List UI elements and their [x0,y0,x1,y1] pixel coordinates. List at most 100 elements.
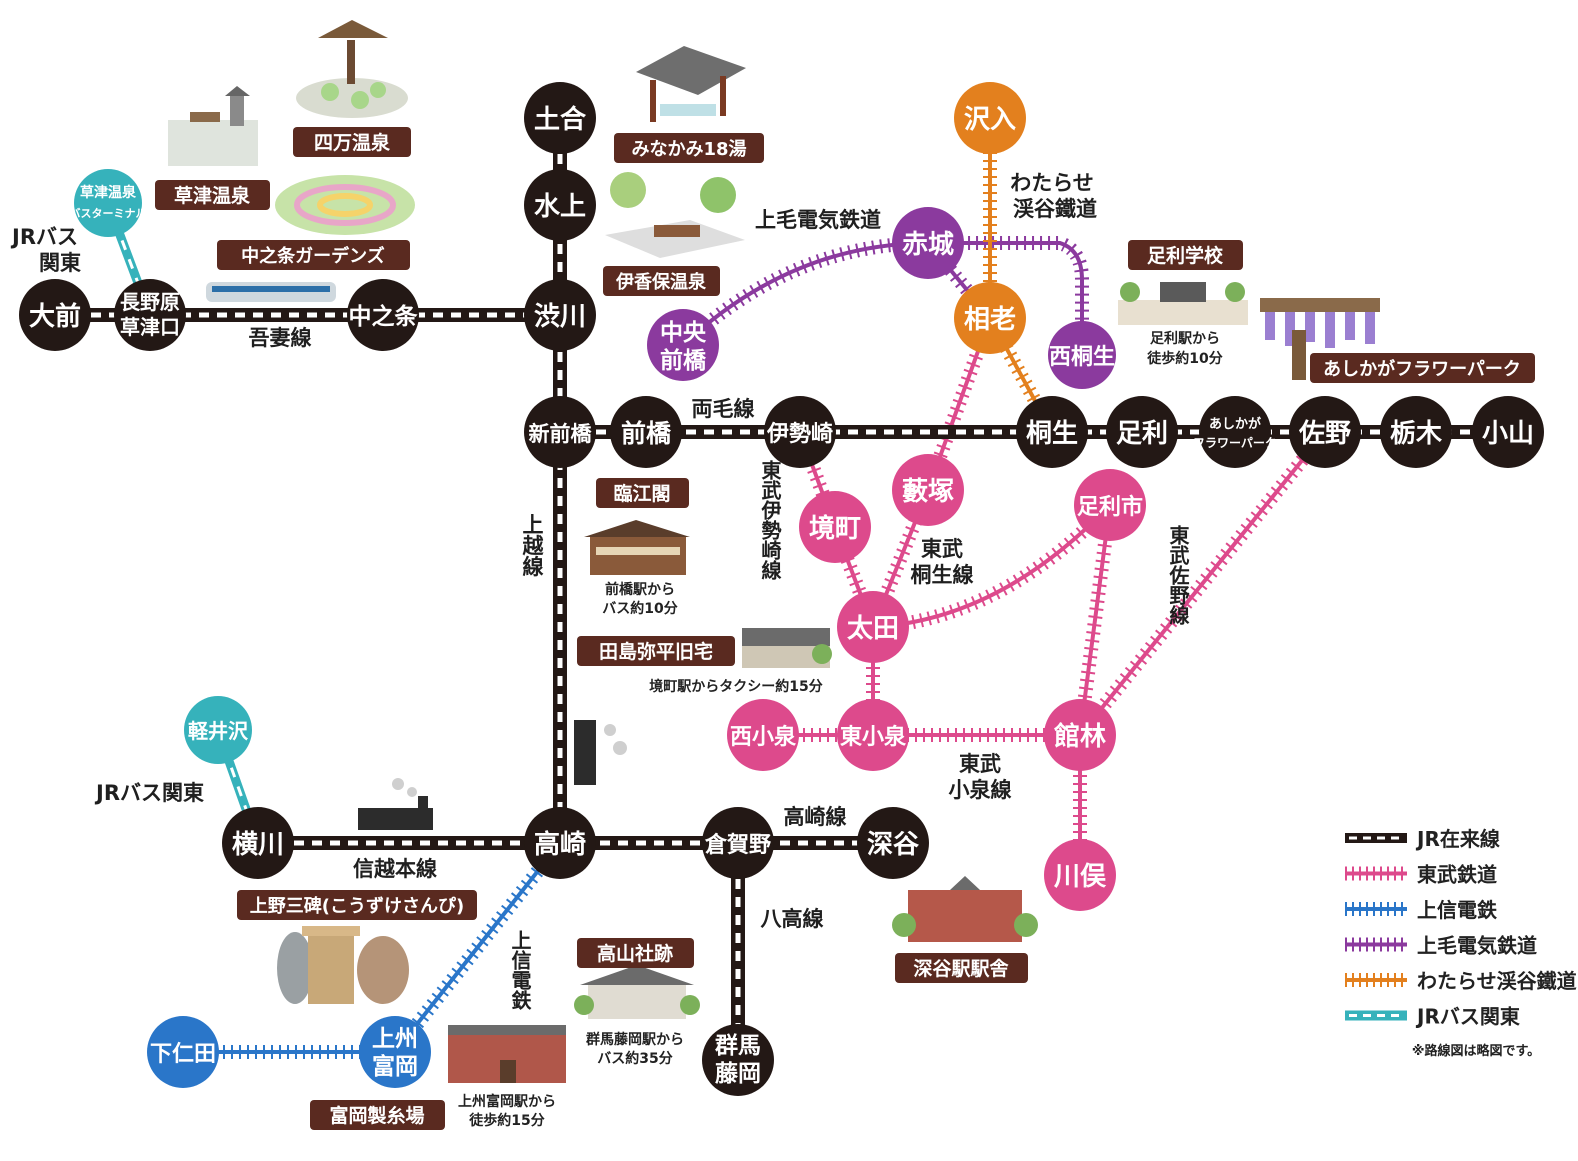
svg-text:臨江閣: 臨江閣 [613,482,670,505]
svg-text:富岡製糸場: 富岡製糸場 [329,1104,424,1127]
svg-text:大前: 大前 [29,301,81,332]
tag-minakami18: みなかみ18湯 [614,133,764,163]
station-yokokawa: 横川 [222,807,294,879]
label-jomo-railway: 上毛電気鉄道 [755,208,881,232]
station-ashikaga: 足利 [1106,396,1178,468]
station-isesaki: 伊勢崎 [764,396,836,468]
svg-text:足利市: 足利市 [1077,494,1143,520]
note-takayama-1: 群馬藤岡駅から [585,1031,684,1048]
station-karuizawa: 軽井沢 [184,696,252,764]
svg-text:境町: 境町 [809,513,861,544]
legend-item: JRバス関東 [1345,1005,1520,1029]
station-shimonita: 下仁田 [147,1016,219,1088]
tag-kozuke-sanpi: 上野三碑(こうずけさんぴ) [237,890,477,920]
svg-text:あしかが: あしかが [1209,416,1261,432]
station-sori: 沢入 [954,82,1026,154]
ikaho-illustration [605,172,745,258]
svg-text:藤岡: 藤岡 [715,1061,761,1087]
note-tajima: 境町駅からタクシー約15分 [649,678,822,695]
station-soi: 相老 [954,282,1026,354]
tag-tomioka-silk-mill: 富岡製糸場 [310,1100,445,1130]
svg-text:高崎: 高崎 [534,829,586,860]
svg-text:赤城: 赤城 [902,230,954,260]
tag-ashikaga-flower-park: あしかがフラワーパーク [1310,353,1535,383]
tag-takayama-sha: 高山社跡 [577,938,694,968]
label-jr-bus-kanto-top-2: 関東 [39,251,81,275]
svg-text:上野三碑(こうずけさんぴ): 上野三碑(こうずけさんぴ) [250,895,464,917]
svg-text:深谷駅駅舎: 深谷駅駅舎 [913,957,1009,980]
svg-text:藪塚: 藪塚 [902,477,954,507]
shima-onsen-illustration [296,20,408,118]
svg-text:桐生: 桐生 [1026,419,1078,449]
station-tatebayashi: 館林 [1044,699,1116,771]
svg-text:伊勢崎: 伊勢崎 [766,421,833,447]
svg-text:東小泉: 東小泉 [840,724,907,750]
rinkokaku-illustration [584,520,690,575]
station-ota: 太田 [837,591,909,663]
note-ashikaga-gakko-1: 足利駅から [1150,330,1220,347]
legend-label: JRバス関東 [1415,1005,1520,1029]
label-takasaki-line: 高崎線 [784,805,847,829]
station-minakami: 水上 [524,169,596,241]
legend-label: わたらせ渓谷鐵道 [1417,969,1577,993]
label-watarase-1: わたらせ [1010,171,1094,195]
label-jr-bus-kanto-bottom: JRバス関東 [94,781,204,805]
note-takayama-2: バス約35分 [597,1050,672,1067]
station-shinmaebashi: 新前橋 [524,396,596,468]
svg-text:フラワーパーク: フラワーパーク [1193,436,1277,450]
svg-text:前橋: 前橋 [660,347,707,374]
svg-text:沢入: 沢入 [964,105,1016,135]
station-nishi-kiryu: 西桐生 [1048,321,1116,389]
kozuke-sanpi-illustration [277,926,409,1004]
steam-train-illustration [358,720,627,830]
station-takasaki: 高崎 [524,807,596,879]
note-tomioka-1: 上州富岡駅から [458,1093,556,1110]
label-hachiko-line: 八高線 [761,907,824,931]
svg-text:渋川: 渋川 [534,302,586,332]
label-watarase-2: 渓谷鐵道 [1013,197,1097,221]
station-akagi: 赤城 [892,207,964,279]
label-tobu-sano-line: 東武佐野線 [1166,525,1190,625]
svg-text:相老: 相老 [964,305,1016,335]
svg-text:上州: 上州 [372,1026,418,1052]
legend-item: わたらせ渓谷鐵道 [1345,969,1577,993]
svg-text:前橋: 前橋 [621,419,672,448]
svg-text:太田: 太田 [847,614,899,644]
note-rinkokaku-2: バス約10分 [602,600,677,617]
tag-rinkokaku: 臨江閣 [596,478,689,508]
station-sano: 佐野 [1289,396,1361,468]
label-joshin-railway: 上信電鉄 [508,930,532,1011]
label-shinetsu-line: 信越本線 [353,857,437,881]
tag-ashikaga-gakko: 足利学校 [1128,240,1243,270]
label-tobu-kiryu-2: 桐生線 [911,563,974,587]
tag-shima-onsen: 四万温泉 [293,127,411,157]
minakami-illustration [636,46,746,122]
svg-text:高山社跡: 高山社跡 [597,942,673,965]
svg-text:下仁田: 下仁田 [150,1041,216,1067]
legend-item: JR在来線 [1345,827,1500,851]
legend-item: 上毛電気鉄道 [1345,934,1537,958]
label-tobu-isesaki-line: 東武伊勢崎線 [758,460,782,580]
tomioka-silk-illustration [448,1025,566,1083]
legend-label: JR在来線 [1415,827,1500,851]
svg-text:田島弥平旧宅: 田島弥平旧宅 [599,640,713,663]
legend-label: 東武鉄道 [1417,863,1497,887]
note-tomioka-2: 徒歩約15分 [468,1112,544,1129]
note-ashikaga-gakko-2: 徒歩約10分 [1146,350,1222,367]
tag-nakanojo-gardens: 中之条ガーデンズ [217,240,410,270]
legend-note: ※路線図は略図です。 [1412,1043,1540,1059]
station-shibukawa: 渋川 [524,279,596,351]
svg-text:栃木: 栃木 [1390,419,1442,449]
svg-text:みなかみ18湯: みなかみ18湯 [631,139,746,160]
legend-label: 上毛電気鉄道 [1417,934,1537,958]
svg-text:足利: 足利 [1116,419,1168,449]
flower-park-illustration [1260,298,1380,380]
station-ashikagashi: 足利市 [1074,469,1146,541]
tag-ikaho-onsen: 伊香保温泉 [603,266,720,296]
svg-text:館林: 館林 [1054,721,1106,752]
svg-text:西小泉: 西小泉 [730,724,797,750]
